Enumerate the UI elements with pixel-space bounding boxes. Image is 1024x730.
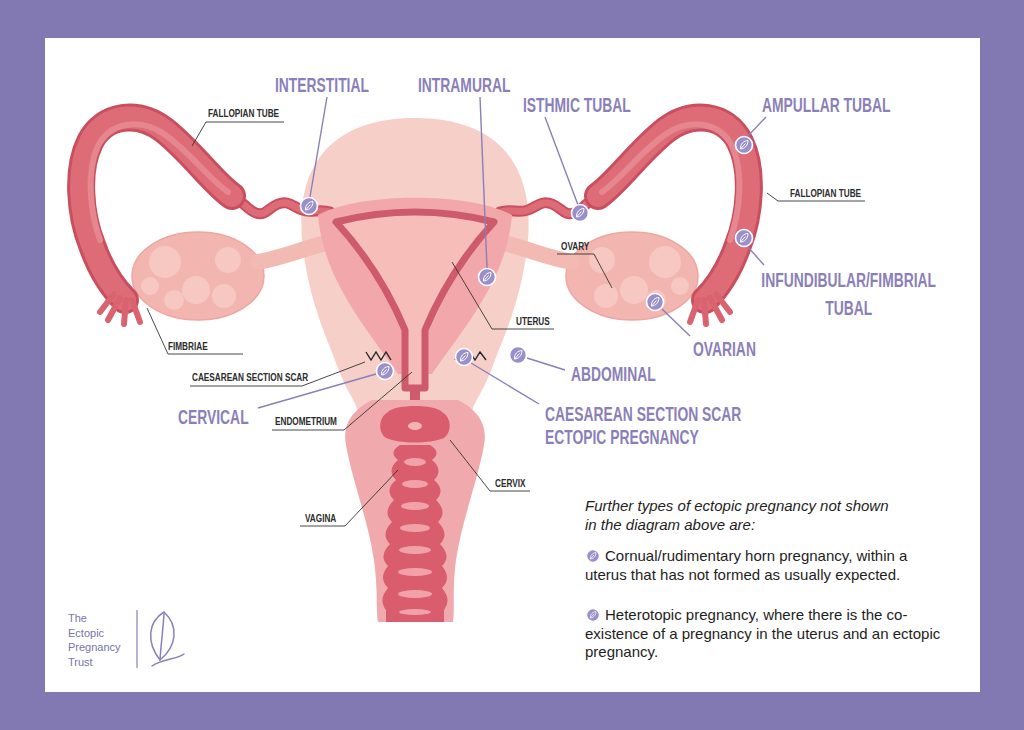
part-label: FALLOPIAN TUBE — [208, 109, 279, 119]
left-adnexa — [81, 118, 330, 325]
part-label: FALLOPIAN TUBE — [790, 189, 861, 199]
vagina-outer — [345, 400, 485, 622]
ectopic-marker — [736, 137, 753, 154]
uterus-outer — [301, 118, 528, 412]
part-label: CERVIX — [495, 479, 525, 489]
ectopic-marker — [736, 230, 753, 247]
type-label: INTERSTITIAL — [275, 74, 369, 95]
ectopic-marker — [456, 349, 473, 366]
leader-lines — [258, 97, 766, 408]
type-label: OVARIAN — [693, 338, 756, 359]
part-label: CAESAREAN SECTION SCAR — [192, 373, 308, 383]
part-label: OVARY — [561, 242, 589, 252]
part-label: VAGINA — [305, 514, 336, 524]
ectopic-marker — [377, 363, 394, 380]
ectopic-marker — [572, 205, 589, 222]
type-label: CERVICAL — [178, 406, 249, 427]
bullet-icon — [587, 609, 600, 622]
panel — [45, 38, 980, 692]
endometrium-cavity — [336, 212, 494, 388]
vaginal-rugae — [398, 458, 432, 615]
logo-text: The Ectopic Pregnancy Trust — [68, 611, 124, 669]
ectopic-marker — [647, 294, 664, 311]
ectopic-marker — [301, 198, 318, 215]
type-label: INTRAMURAL — [418, 74, 510, 95]
ectopic-marker — [479, 269, 496, 286]
type-label: AMPULLAR TUBAL — [762, 94, 891, 115]
logo-divider — [136, 610, 137, 668]
type-label: ISTHMIC TUBAL — [523, 94, 631, 115]
type-label: ABDOMINAL — [571, 363, 656, 384]
part-label: FIMBRIAE — [168, 342, 208, 352]
vaginal-canal — [382, 445, 447, 622]
note-item: Heterotopic pregnancy, where there is th… — [585, 606, 950, 662]
type-label: INFUNDIBULAR/FIMBRIAL TUBAL — [753, 266, 944, 322]
cervical-os — [408, 422, 422, 430]
part-label: UTERUS — [516, 317, 550, 327]
cervix-shape — [380, 406, 450, 443]
bullet-icon — [587, 550, 600, 563]
right-adnexa — [500, 118, 749, 325]
logo-icon — [151, 612, 184, 666]
type-label: CAESAREAN SECTION SCAR ECTOPIC PREGNANCY — [545, 402, 756, 448]
scar-mark — [366, 352, 391, 360]
note-item: Cornual/rudimentary horn pregnancy, with… — [585, 547, 950, 584]
ectopic-marker — [510, 347, 527, 364]
note-heading: Further types of ectopic pregnancy not s… — [585, 497, 903, 534]
part-label: ENDOMETRIUM — [275, 417, 337, 427]
part-leader-lines — [147, 122, 865, 526]
